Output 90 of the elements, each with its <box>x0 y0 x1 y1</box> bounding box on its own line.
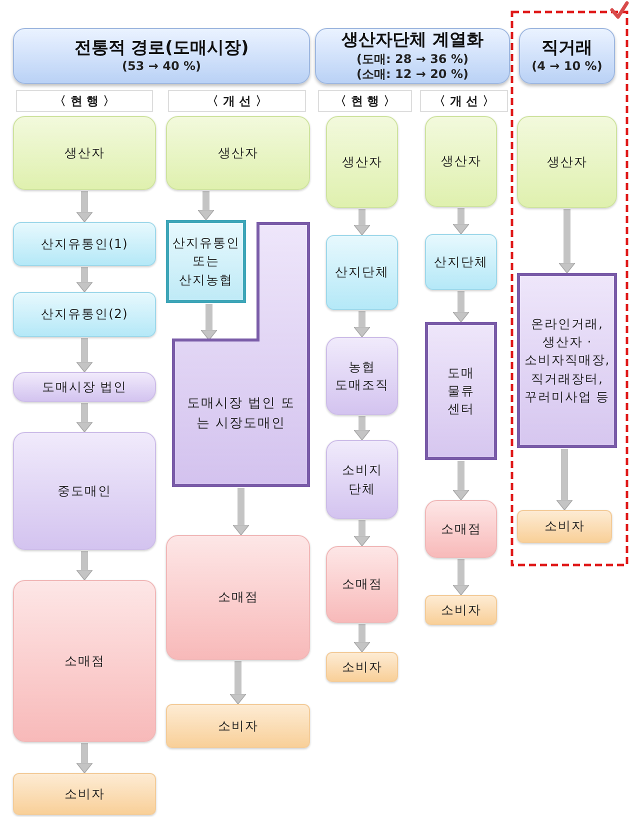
process-box <box>13 292 156 337</box>
arrow <box>79 743 90 774</box>
column-tab <box>420 90 508 112</box>
box-label: 산지유통인 또는 산지농협 <box>171 234 241 289</box>
box-label: 소매점 <box>63 652 106 670</box>
tab-label: 〈 현 행 〉 <box>334 93 396 110</box>
box-label: 소매점 <box>216 588 260 606</box>
tab-label: 〈 현 행 〉 <box>54 93 115 110</box>
box-label: 소비지 단체 <box>340 461 384 498</box>
process-box <box>425 500 497 558</box>
header-title: 전통적 경로(도매시장) <box>74 38 249 60</box>
box-label: 소비자 <box>63 784 106 803</box>
box-label: 온라인거래, 생산자 · 소비자직매장, 직거래장터, 꾸러미사업 등 <box>523 315 611 406</box>
arrow <box>79 403 90 432</box>
share-percent: (4 → 10 %) <box>532 59 602 74</box>
tab-label: 〈 개 선 〉 <box>206 93 268 110</box>
share-percent: (도매: 28 → 36 %) <box>356 52 468 67</box>
share-percent: (소매: 12 → 20 %) <box>356 66 468 82</box>
process-box <box>326 337 398 415</box>
header-box <box>13 28 310 84</box>
box-label: 산지단체 <box>433 252 489 271</box>
column-tab <box>318 90 412 112</box>
process-box <box>13 773 156 815</box>
box-label: 산지유통인(2) <box>40 305 129 324</box>
process-box <box>13 116 156 190</box>
header-box <box>519 28 615 84</box>
arrow <box>559 449 570 510</box>
arrow <box>562 209 572 274</box>
arrow <box>356 209 368 236</box>
process-box <box>166 535 310 660</box>
process-box <box>13 222 156 266</box>
process-box <box>13 580 156 742</box>
arrow <box>356 520 368 546</box>
process-box <box>425 322 497 460</box>
box-label: 생산자 <box>340 152 384 171</box>
box-label: 도매시장 법인 또는 시장도매인 <box>186 395 296 432</box>
process-box <box>425 116 497 207</box>
process-box <box>326 440 398 519</box>
column-tab <box>168 90 306 112</box>
arrow <box>200 191 212 220</box>
process-box <box>326 652 398 682</box>
box-label: 생산자 <box>440 152 482 170</box>
box-label: 소비자 <box>543 517 586 536</box>
box-label: 소비자 <box>216 716 260 735</box>
arrow <box>456 291 466 322</box>
header-box <box>315 28 510 84</box>
process-box <box>425 234 497 290</box>
process-box <box>326 235 398 310</box>
process-box <box>166 116 310 190</box>
process-box <box>517 510 612 543</box>
box-label: 산지단체 <box>334 263 390 282</box>
arrow <box>79 191 90 222</box>
box-label: 소비자 <box>440 600 482 619</box>
arrow <box>356 624 368 652</box>
arrow <box>456 461 466 500</box>
column-tab <box>16 90 153 112</box>
process-box <box>326 546 398 623</box>
process-box <box>166 220 246 303</box>
arrow <box>79 267 90 292</box>
process-box <box>166 704 310 748</box>
header-title: 생산자단체 계열화 <box>342 30 484 52</box>
arrow <box>232 661 244 704</box>
box-label: 소매점 <box>440 520 482 538</box>
box-label: 생산자 <box>216 144 260 162</box>
box-label: 생산자 <box>546 152 588 171</box>
process-box <box>326 116 398 208</box>
process-box <box>425 595 497 625</box>
share-percent: (53 → 40 %) <box>122 59 201 74</box>
process-box <box>13 432 156 550</box>
box-label: 중도매인 <box>56 482 112 500</box>
arrow <box>79 338 90 372</box>
arrow <box>204 304 214 340</box>
box-label: 산지유통인(1) <box>40 234 129 253</box>
box-label: 소매점 <box>340 575 384 594</box>
arrow <box>356 311 368 338</box>
process-box <box>13 372 156 402</box>
process-box <box>517 273 617 448</box>
arrow <box>79 551 90 580</box>
arrow <box>236 488 246 536</box>
arrow <box>456 559 466 596</box>
box-label: 도매시장 법인 <box>40 378 128 396</box>
arrow <box>456 208 466 234</box>
box-label: 농협 도매조직 <box>334 358 390 394</box>
process-box <box>517 116 617 208</box>
box-label: 생산자 <box>63 144 106 162</box>
box-label: 도매 물류 센터 <box>446 364 476 418</box>
arrow <box>356 416 368 440</box>
header-title: 직거래 <box>542 38 592 60</box>
box-label: 소비자 <box>340 658 384 676</box>
tab-label: 〈 개 선 〉 <box>434 93 494 110</box>
